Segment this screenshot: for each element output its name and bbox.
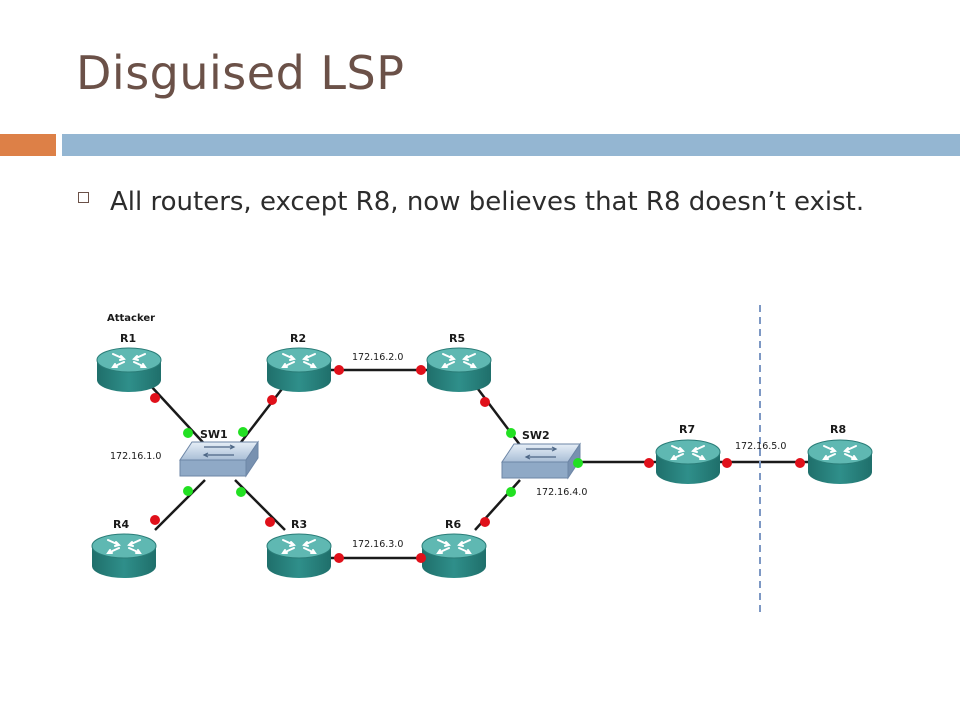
port-sw1-r2 — [238, 427, 248, 437]
bullet-text: All routers, except R8, now believes tha… — [110, 187, 865, 217]
network-172-16-4-0: 172.16.4.0 — [536, 487, 587, 498]
router-r3-label: R3 — [291, 518, 307, 531]
switch-sw1-label: SW1 — [200, 428, 228, 441]
router-r4-label: R4 — [113, 518, 129, 531]
port-r5-r2 — [416, 365, 426, 375]
port-dots — [150, 365, 805, 563]
router-r7-icon — [655, 439, 721, 484]
port-r6-sw — [480, 517, 490, 527]
port-r7-sw — [644, 458, 654, 468]
port-r1 — [150, 393, 160, 403]
port-r4 — [150, 515, 160, 525]
port-r5-sw — [480, 397, 490, 407]
bullet-square-icon — [78, 192, 89, 203]
port-sw2-r5 — [506, 428, 516, 438]
router-r1-label: R1 — [120, 332, 136, 345]
port-sw1-r1 — [183, 428, 193, 438]
port-sw2-r6 — [506, 487, 516, 497]
network-172-16-1-0: 172.16.1.0 — [110, 451, 161, 462]
port-r7-r8 — [722, 458, 732, 468]
network-172-16-2-0: 172.16.2.0 — [352, 352, 403, 363]
router-r2-label: R2 — [290, 332, 306, 345]
router-r2-icon — [266, 347, 332, 392]
title-divider-bar — [62, 134, 960, 156]
router-r6-label: R6 — [445, 518, 461, 531]
slide-title: Disguised LSP — [76, 46, 405, 100]
port-r8 — [795, 458, 805, 468]
router-r1-icon — [96, 347, 162, 392]
port-r3-sw — [265, 517, 275, 527]
router-r5-icon — [426, 347, 492, 392]
link-r2-sw1 — [234, 384, 286, 451]
port-r2-r5 — [334, 365, 344, 375]
router-r8-icon — [807, 439, 873, 484]
port-r6-r3 — [416, 553, 426, 563]
switch-sw1 — [179, 440, 259, 478]
network-diagram: Attacker R1 R2 R5 R4 R3 R6 R7 R8 SW1 SW2… — [91, 305, 873, 615]
router-r5-label: R5 — [449, 332, 465, 345]
router-r4-icon — [91, 533, 157, 578]
port-sw1-r3 — [236, 487, 246, 497]
link-r1-sw1 — [149, 384, 211, 451]
attacker-label: Attacker — [107, 313, 155, 324]
router-r3-icon — [266, 533, 332, 578]
title-accent-bar — [0, 134, 56, 156]
port-r2-sw — [267, 395, 277, 405]
router-r8-label: R8 — [830, 423, 846, 436]
switch-sw2 — [501, 442, 581, 480]
port-sw2-r7 — [573, 458, 583, 468]
link-r4-sw1 — [154, 479, 206, 531]
router-r6-icon — [421, 533, 487, 578]
port-r3-r6 — [334, 553, 344, 563]
network-172-16-5-0: 172.16.5.0 — [735, 441, 786, 452]
network-172-16-3-0: 172.16.3.0 — [352, 539, 403, 550]
switch-sw2-label: SW2 — [522, 429, 550, 442]
router-r7-label: R7 — [679, 423, 695, 436]
port-sw1-r4 — [183, 486, 193, 496]
